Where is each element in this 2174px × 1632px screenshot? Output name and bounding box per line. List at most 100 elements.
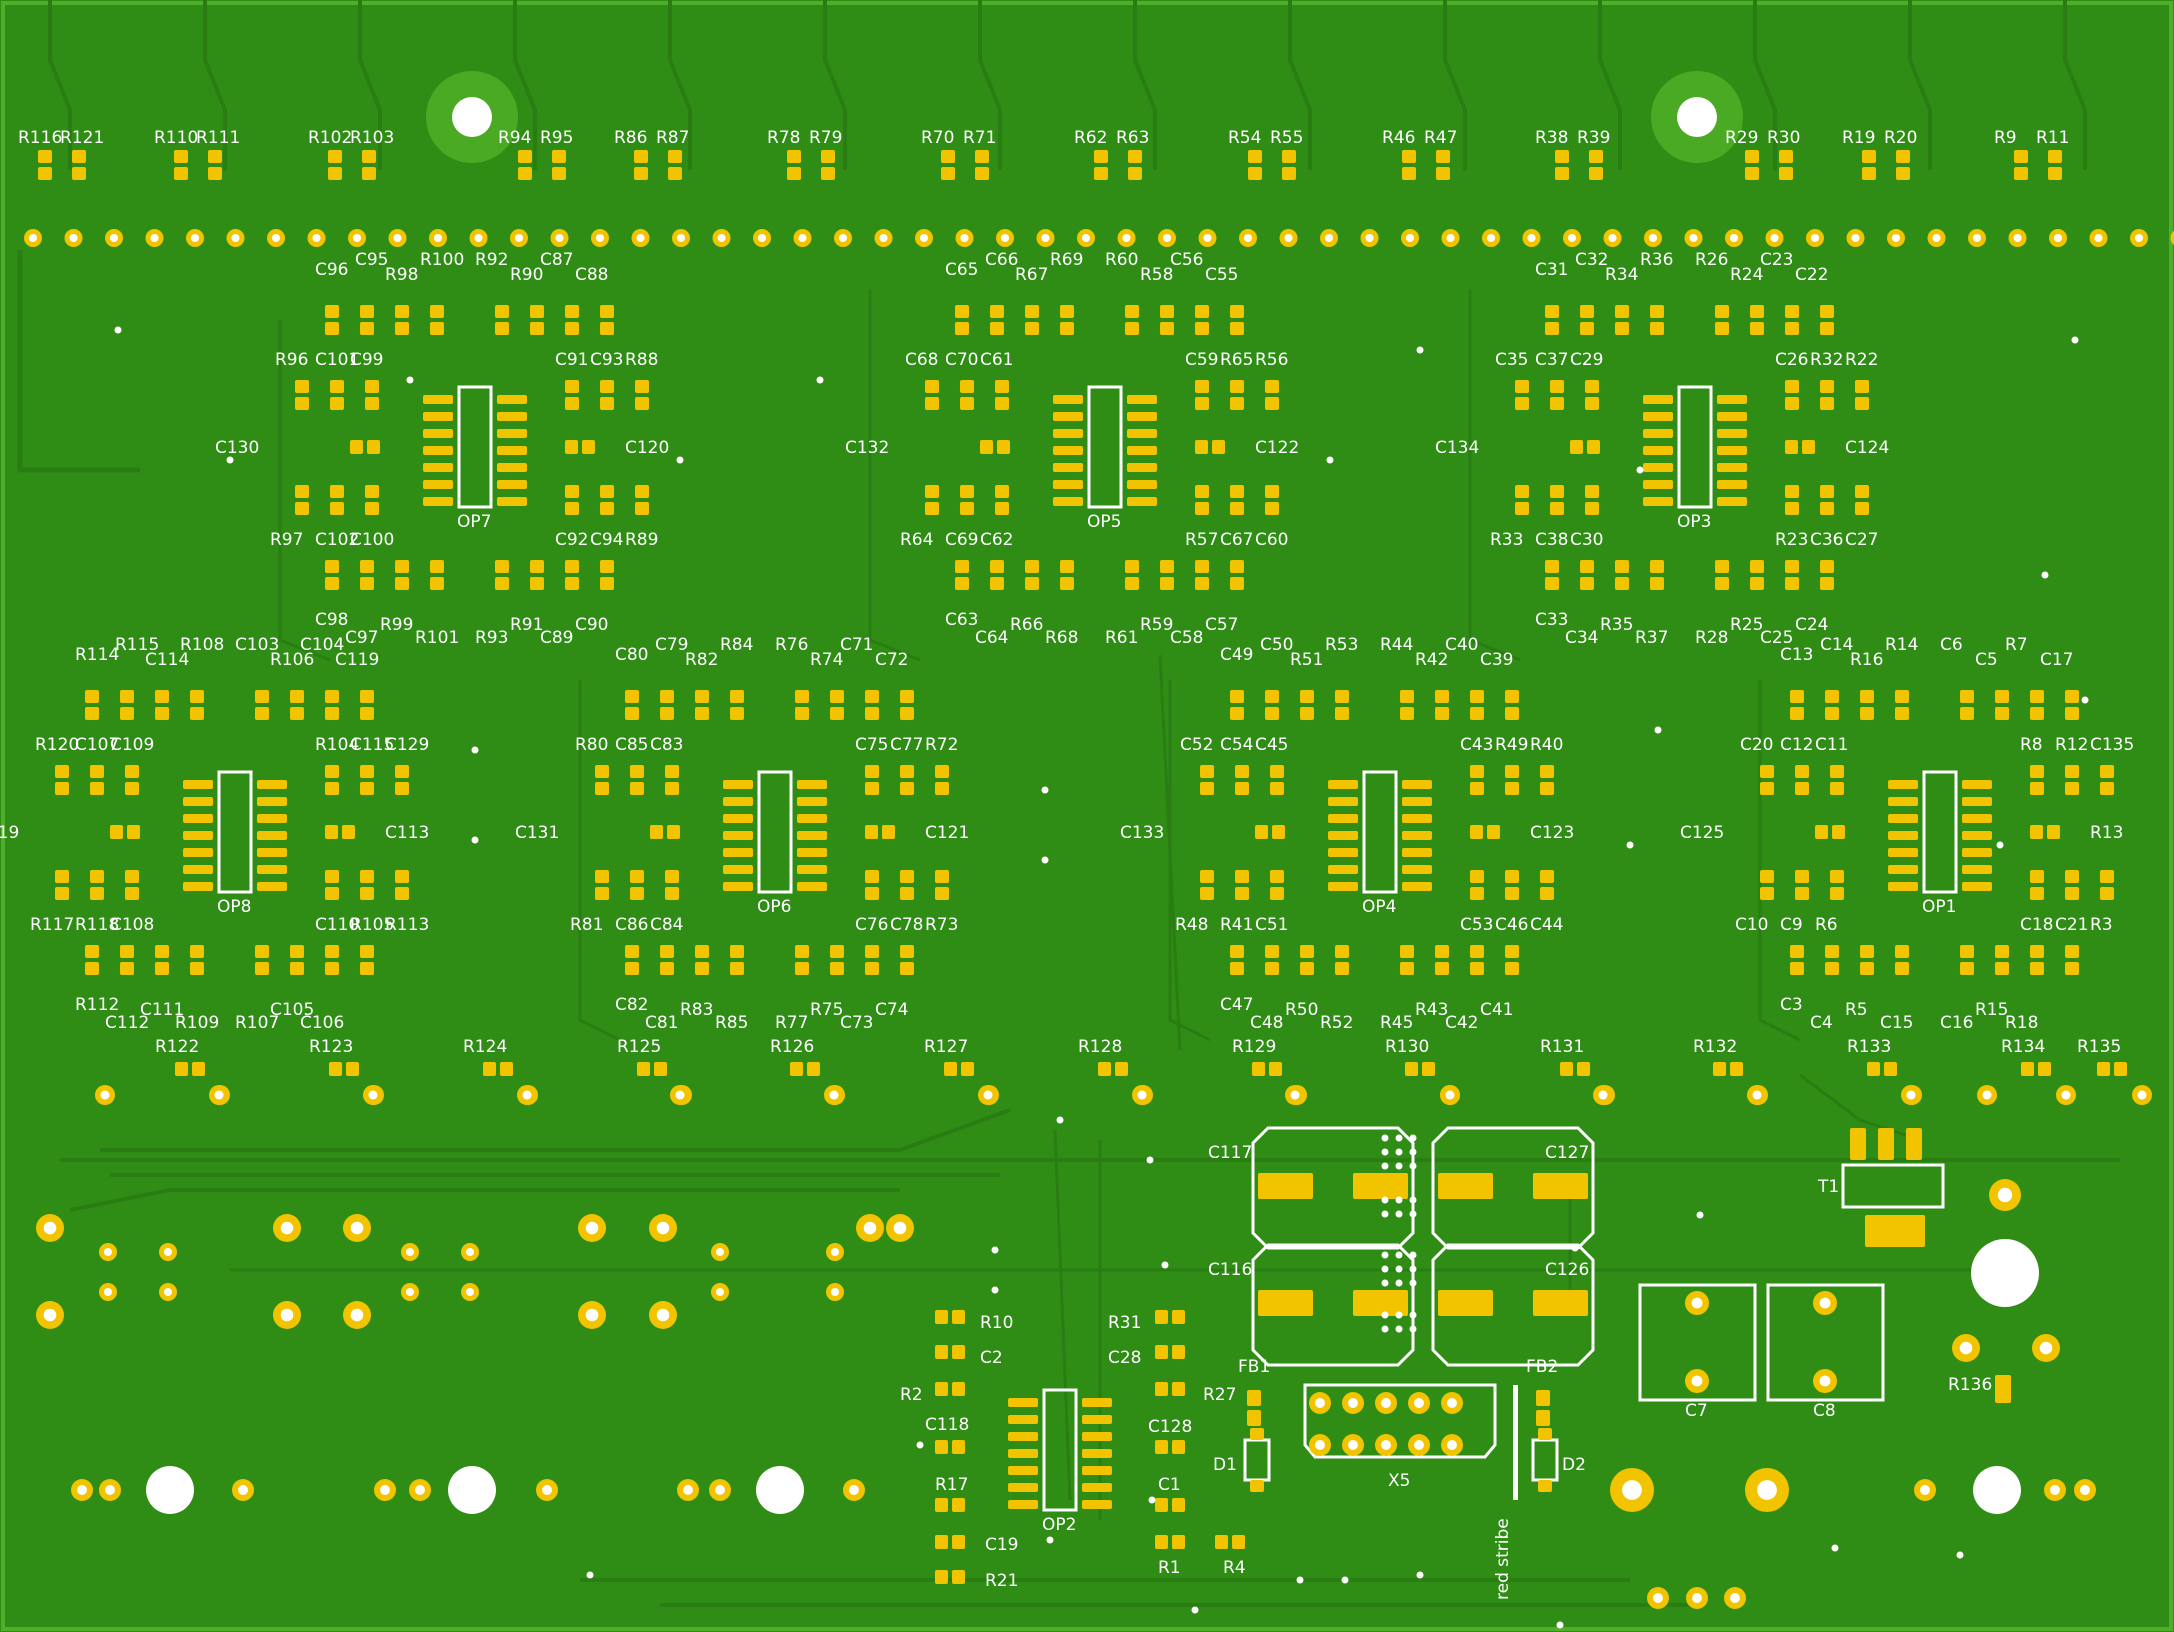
component-label: C92 [555, 530, 589, 550]
ic-pin [1008, 1466, 1038, 1475]
via [1191, 1606, 1199, 1614]
pad-a [1895, 945, 1909, 958]
pad-a [1155, 1382, 1168, 1396]
trace [278, 320, 331, 662]
pad-a [595, 870, 609, 883]
component-label: R6 [1815, 915, 1838, 935]
via [1395, 1279, 1403, 1287]
component-label: C54 [1220, 735, 1254, 755]
pad-a [360, 560, 374, 573]
drill-hole [1348, 1398, 1358, 1408]
pad-b [900, 887, 914, 900]
pad-a [120, 690, 134, 703]
pad-b [1435, 962, 1449, 975]
pad-b [360, 887, 374, 900]
pad-b [500, 1062, 513, 1076]
drill-hole [352, 233, 362, 243]
component-label: C80 [615, 645, 649, 665]
pad-a [990, 305, 1004, 318]
component-label: C75 [855, 735, 889, 755]
fb-pad [1247, 1390, 1261, 1406]
pad-a [1560, 1062, 1573, 1076]
pad-a [360, 765, 374, 778]
component-label: R106 [270, 650, 314, 670]
pad-a [1715, 560, 1729, 573]
pad-b [1540, 782, 1554, 795]
pad-b [997, 440, 1010, 454]
top-trace [823, 0, 847, 170]
resistor-label: R126 [770, 1037, 814, 1057]
component-label: R33 [1490, 530, 1523, 550]
drill-hole [1819, 1375, 1831, 1387]
pad-b [1248, 167, 1262, 180]
pad-a [2021, 1062, 2034, 1076]
pad-b [600, 502, 614, 515]
component-label: C1 [1158, 1475, 1181, 1495]
ic-pin [1717, 446, 1747, 455]
component-label: C81 [645, 1013, 679, 1033]
via [1409, 1279, 1417, 1287]
pad-a [1779, 150, 1793, 163]
pad-a [955, 305, 969, 318]
via [1046, 1536, 1054, 1544]
pad-a [730, 945, 744, 958]
ic-pin [1962, 814, 1992, 823]
pad-b [1855, 397, 1869, 410]
component-label: C95 [355, 250, 389, 270]
ic-pin [1008, 1500, 1038, 1509]
pad-a [290, 945, 304, 958]
component-label: C16 [1940, 1013, 1974, 1033]
pad-b [1585, 502, 1599, 515]
pad-b [1265, 962, 1279, 975]
pad-a [1505, 870, 1519, 883]
pad-a [1265, 380, 1279, 393]
pad-b [935, 782, 949, 795]
component-label: C85 [615, 735, 649, 755]
ic-pin [1717, 395, 1747, 404]
pad-a [208, 150, 222, 163]
component-label: R26 [1695, 250, 1728, 270]
component-label: C35 [1495, 350, 1529, 370]
pad-b [90, 782, 104, 795]
pad-b [85, 962, 99, 975]
component-label: R76 [775, 635, 808, 655]
ic-pin [1962, 797, 1992, 806]
pad-b [2048, 167, 2062, 180]
component-label: R75 [810, 1000, 843, 1020]
pad-a [1155, 1310, 1168, 1324]
pad-a [362, 150, 376, 163]
drill-hole [280, 1221, 294, 1235]
resistor-label: R121 [60, 128, 104, 148]
pad-a [941, 150, 955, 163]
component-label: C60 [1255, 530, 1289, 550]
pad-b [565, 397, 579, 410]
via [1381, 1325, 1389, 1333]
drill-hole [1972, 233, 1982, 243]
resistor-label: R11 [2036, 128, 2069, 148]
resistor-label: R78 [767, 128, 800, 148]
drill-hole [1000, 233, 1010, 243]
resistor-label: R111 [196, 128, 240, 148]
component-label: C8 [1813, 1401, 1836, 1421]
pad-b [495, 577, 509, 590]
pad-a [1790, 690, 1804, 703]
pad-b [1470, 782, 1484, 795]
component-label: C131 [515, 823, 559, 843]
pad-a [1760, 870, 1774, 883]
ic-pin [1053, 412, 1083, 421]
pad-a [1550, 380, 1564, 393]
component-label: C135 [2090, 735, 2134, 755]
component-label: R4 [1223, 1558, 1246, 1578]
pad-b [38, 167, 52, 180]
pad-b [1212, 440, 1225, 454]
component-label: C119 [0, 823, 19, 843]
resistor-label: R102 [308, 128, 352, 148]
component-label: C34 [1565, 628, 1599, 648]
pad-b [1745, 167, 1759, 180]
via [1381, 1148, 1389, 1156]
pad-b [395, 887, 409, 900]
pad-b [787, 167, 801, 180]
drill-hole [1315, 1398, 1325, 1408]
component-label: C49 [1220, 645, 1254, 665]
pad-a [55, 870, 69, 883]
